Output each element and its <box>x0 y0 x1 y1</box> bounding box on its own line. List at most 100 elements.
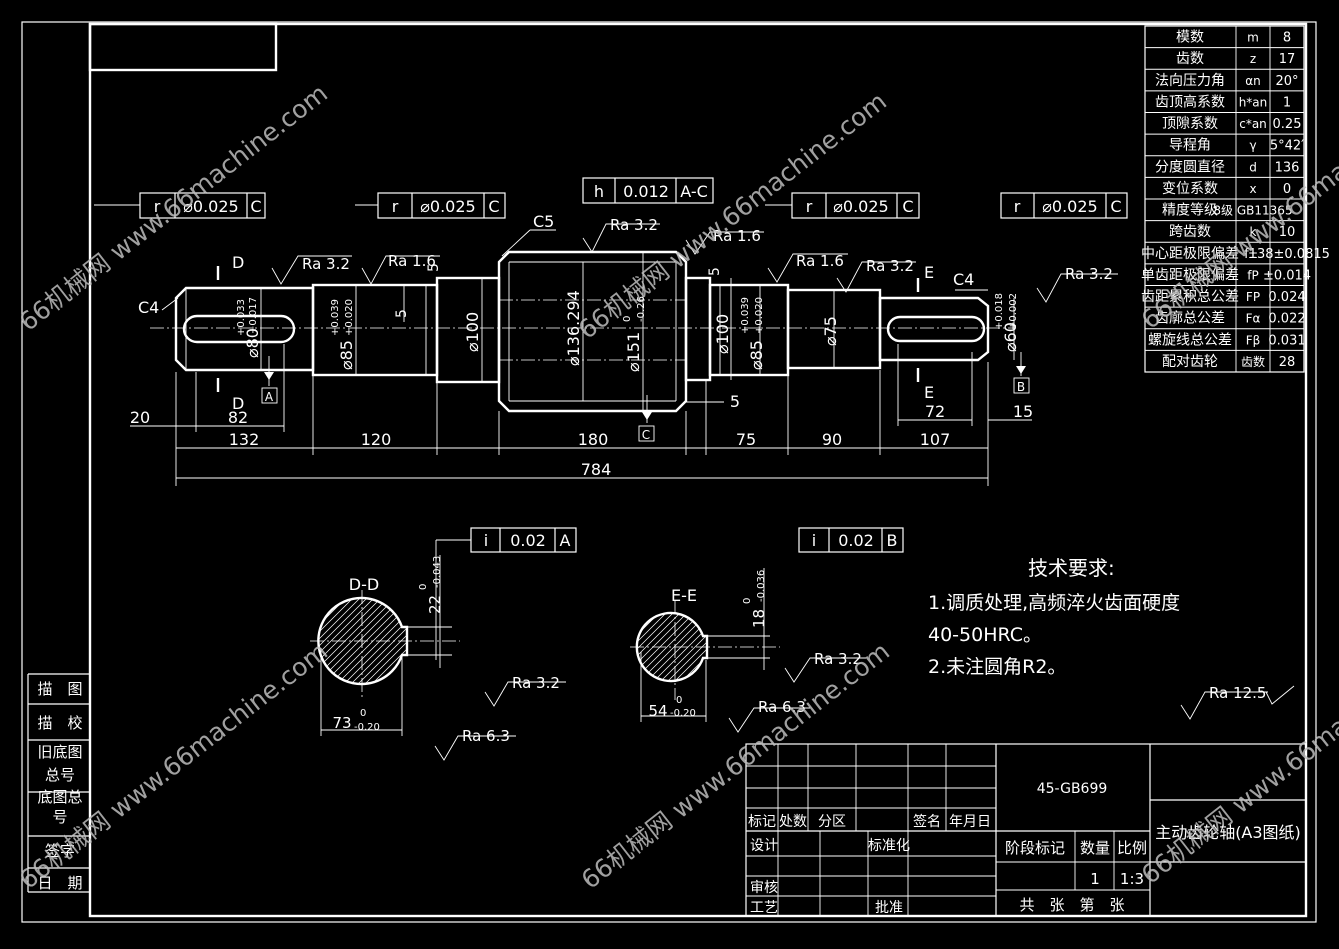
param-name-3: 齿顶高系数 <box>1155 93 1225 110</box>
svg-text:年月日: 年月日 <box>949 814 991 830</box>
dim-132: 132 <box>229 430 260 449</box>
svg-text:+0.020: +0.020 <box>754 297 765 334</box>
sidebar-riqi: 日 期 <box>37 874 82 892</box>
dim-5: 5 <box>730 392 740 411</box>
svg-text:审核: 审核 <box>750 880 778 896</box>
chamfer-c4-left: C4 <box>138 298 159 317</box>
dia-80: ⌀80 <box>243 328 262 358</box>
param-val-2: 20° <box>1275 74 1298 89</box>
diameter-callouts: ⌀80 +0.033 +0.017 ⌀85 +0.039 +0.020 ⌀100… <box>236 252 1020 411</box>
dim-107: 107 <box>920 430 951 449</box>
param-sym-1: z <box>1250 52 1256 66</box>
chamfer-c4-right: C4 <box>953 270 974 289</box>
param-val-14: 0.031 <box>1268 333 1305 348</box>
svg-text:0.012: 0.012 <box>623 182 669 201</box>
datum-c: C <box>642 428 650 442</box>
fcf-2: r ⌀0.025 C <box>355 192 506 219</box>
dia-85-left: ⌀85 <box>337 340 356 370</box>
dia-85-right: ⌀85 <box>747 340 766 370</box>
watermark-6: 66机械网 www.66machine.com <box>1136 631 1339 889</box>
tech-line-1: 1.调质处理,高频淬火齿面硬度 <box>928 592 1180 614</box>
dim-180: 180 <box>578 430 609 449</box>
param-sym-6: d <box>1249 160 1257 174</box>
svg-text:分区: 分区 <box>818 814 846 830</box>
tech-line-2: 40-50HRC。 <box>928 624 1042 646</box>
svg-text:A: A <box>560 531 571 550</box>
svg-text:r: r <box>1014 197 1021 216</box>
part-name: 主动齿轮轴(A3图纸) <box>1155 823 1301 842</box>
param-name-9: 跨齿数 <box>1169 224 1211 240</box>
param-val-5: 5°42′ <box>1270 139 1304 154</box>
param-val-6: 136 <box>1275 160 1300 175</box>
scale: 1:3 <box>1120 870 1144 888</box>
svg-text:设计: 设计 <box>750 838 778 854</box>
section-e-top: E <box>924 263 934 282</box>
length-dimensions: 20 82 132 120 180 75 90 107 784 72 15 5 <box>130 344 1033 486</box>
param-name-14: 螺旋线总公差 <box>1148 332 1232 348</box>
param-val-10: f138±0.0815 <box>1244 247 1330 262</box>
svg-text:+0.039: +0.039 <box>330 299 341 336</box>
param-val-11: ±0.014 <box>1263 268 1311 283</box>
param-val-12: 0.024 <box>1268 290 1305 305</box>
svg-text:0: 0 <box>742 598 753 604</box>
param-name-1: 齿数 <box>1176 51 1204 67</box>
section-73: 73 <box>332 714 351 732</box>
svg-text:i: i <box>812 531 816 550</box>
svg-text:r: r <box>806 197 813 216</box>
watermark-1: 66机械网 www.66machine.com <box>14 78 333 336</box>
ra-3: Ra 3.2 <box>610 216 658 234</box>
param-val-7: 0 <box>1283 182 1291 197</box>
param-sym-0: m <box>1247 31 1259 45</box>
svg-text:5: 5 <box>394 309 410 318</box>
param-name-7: 变位系数 <box>1162 181 1218 197</box>
keyway-left <box>182 314 296 344</box>
dia-100-right: ⌀100 <box>713 314 732 354</box>
sidebar-miaojiao: 描 校 <box>37 714 82 732</box>
param-sym-8: 8级 GB11365 <box>1213 204 1292 218</box>
ra-5: Ra 1.6 <box>796 252 844 270</box>
svg-text:B: B <box>887 531 898 550</box>
svg-text:C: C <box>1110 197 1121 216</box>
param-sym-14: Fβ <box>1246 333 1261 347</box>
fcf-4: r ⌀0.025 C <box>765 192 920 219</box>
param-name-4: 顶隙系数 <box>1162 116 1218 132</box>
param-sym-15: 齿数 <box>1241 354 1265 369</box>
chamfer-c5: C5 <box>533 212 554 231</box>
svg-text:r: r <box>392 197 399 216</box>
svg-text:0: 0 <box>418 584 429 590</box>
param-sym-13: Fα <box>1246 312 1261 326</box>
svg-text:0.02: 0.02 <box>510 531 546 550</box>
svg-text:+0.018: +0.018 <box>994 293 1005 330</box>
svg-text:A-C: A-C <box>680 182 708 201</box>
param-name-13: 齿廓总公差 <box>1155 310 1225 327</box>
sidebar-ditu: 底图总 <box>37 788 82 806</box>
param-val-1: 17 <box>1279 52 1296 67</box>
keyway-18: 18 <box>750 609 768 628</box>
dim-120: 120 <box>361 430 392 449</box>
outer-border <box>21 21 1317 923</box>
param-sym-7: x <box>1249 182 1256 196</box>
fcf-7: i 0.02 B <box>798 527 904 553</box>
param-val-15: 28 <box>1279 355 1296 370</box>
svg-text:处数: 处数 <box>779 814 807 830</box>
svg-text:0: 0 <box>360 708 366 719</box>
quantity: 1 <box>1090 870 1100 888</box>
svg-text:5: 5 <box>707 267 723 276</box>
corner-box <box>88 22 278 72</box>
param-val-3: 1 <box>1283 95 1291 110</box>
param-name-8: 精度等级 <box>1162 202 1218 219</box>
dim-15: 15 <box>1013 402 1033 421</box>
svg-text:签名: 签名 <box>913 813 941 830</box>
section-e-e: E-E 18 0 -0.036 54 0 -0.20 <box>630 568 780 722</box>
dia-136: ⌀136.294 <box>564 290 583 366</box>
inner-border <box>88 22 1308 918</box>
param-name-15: 配对齿轮 <box>1162 354 1218 370</box>
dia-100-left: ⌀100 <box>463 312 482 352</box>
datum-b: B <box>1017 380 1025 394</box>
section-d-d: D-D 22 0 -0.043 73 0 -0.20 <box>310 555 460 736</box>
param-sym-4: c*an <box>1239 117 1267 131</box>
shaft-main-view <box>150 250 1015 413</box>
param-val-0: 8 <box>1283 31 1291 46</box>
